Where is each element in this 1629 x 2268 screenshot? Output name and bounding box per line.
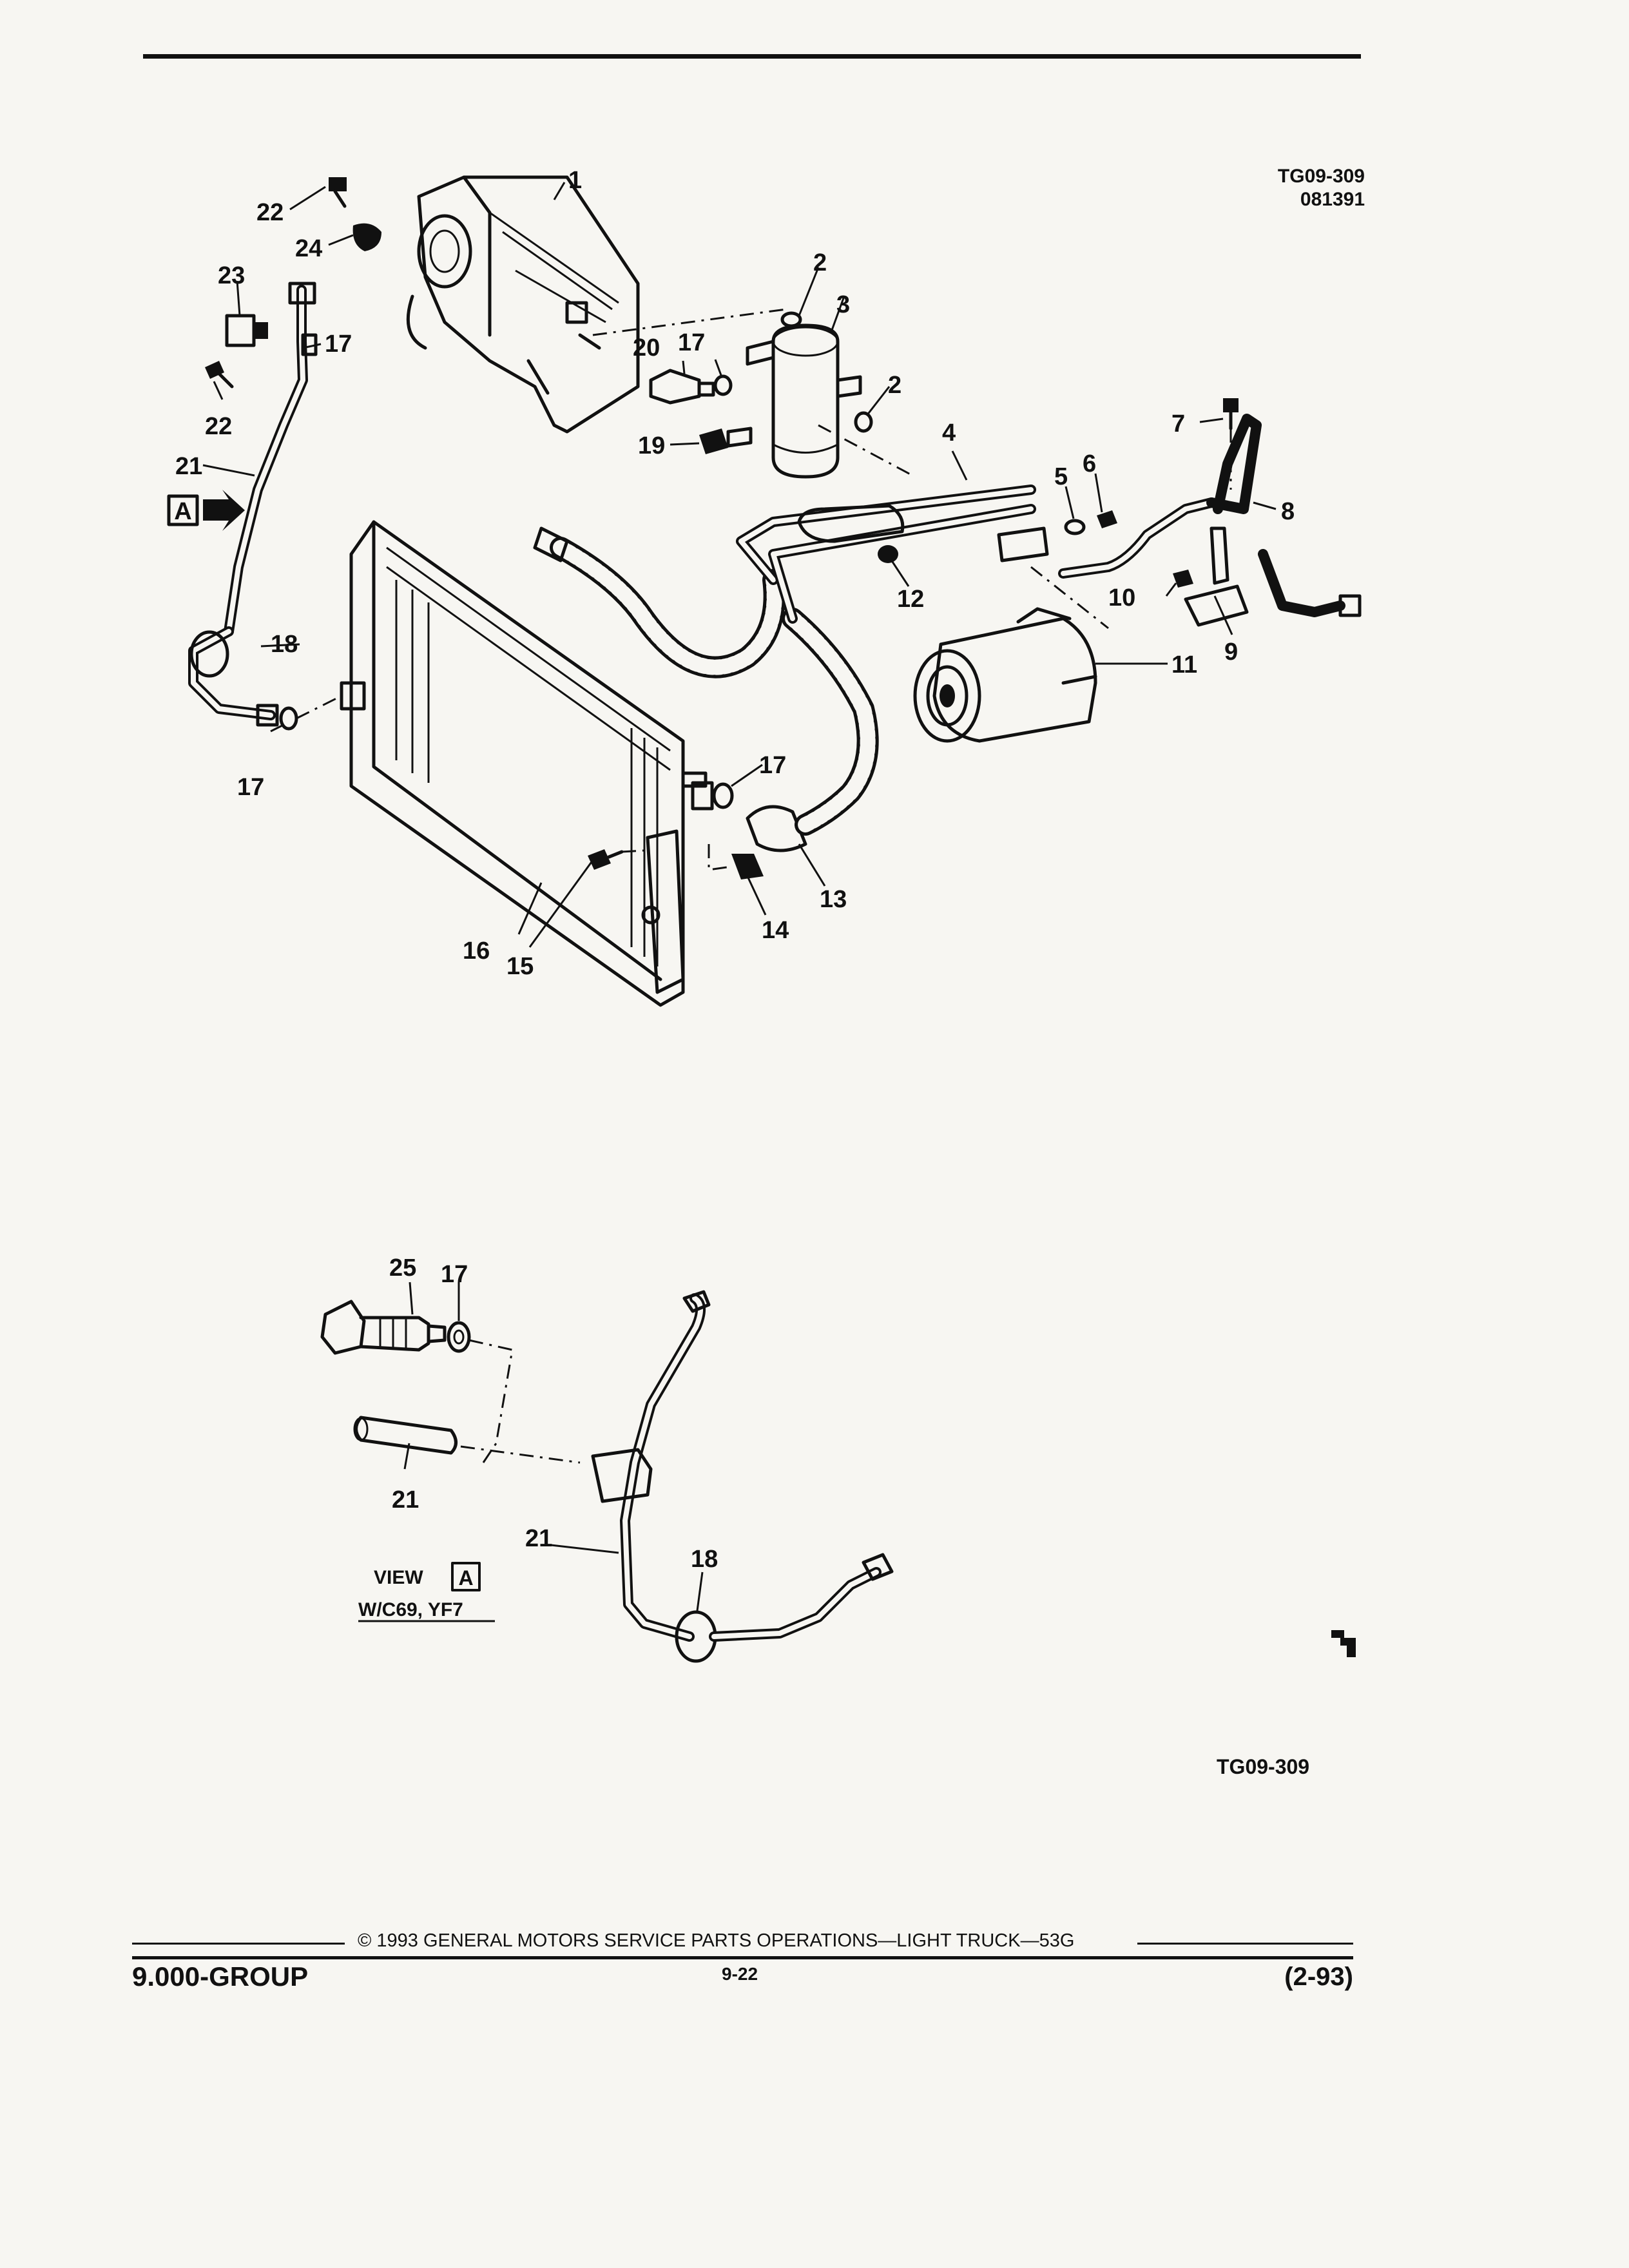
footer-rule-thick [132, 1956, 1353, 1959]
diagram-code: TG09-309 [1277, 166, 1365, 187]
callout-17-accumulator: 17 [678, 329, 705, 356]
tube-8 [1058, 414, 1362, 617]
callout-leaders [202, 182, 1277, 948]
callout-23: 23 [218, 262, 245, 289]
footer-copyright: © 1993 GENERAL MOTORS SERVICE PARTS OPER… [358, 1930, 1075, 1951]
view-a-leaders [403, 1282, 704, 1611]
footer-group: 9.000-GROUP [132, 1961, 309, 1992]
callout-1: 1 [568, 167, 582, 194]
callout-21-short-tube: 21 [392, 1486, 419, 1514]
oring-17-condenser [691, 781, 734, 811]
top-rule [143, 54, 1361, 59]
callout-9: 9 [1224, 639, 1238, 666]
footer-rule-left [132, 1943, 345, 1945]
callout-13: 13 [820, 886, 847, 913]
figure-code: TG09-309 [1217, 1755, 1310, 1778]
continuation-symbol [1331, 1630, 1356, 1657]
footer-rule-right [1137, 1943, 1353, 1945]
callout-17-left: 17 [237, 774, 264, 801]
view-a-marker: A [167, 490, 245, 531]
callout-16: 16 [463, 937, 490, 965]
callout-17-condenser: 17 [759, 752, 786, 779]
oring-2-upper [780, 311, 802, 328]
bracket-9 [1184, 526, 1249, 627]
clip-14 [708, 844, 764, 879]
view-a-title-letter: A [458, 1566, 473, 1590]
condenser-16 [340, 520, 708, 1007]
callout-11: 11 [1171, 651, 1197, 678]
valve-19 [699, 427, 753, 454]
callout-17-view-a: 17 [441, 1261, 468, 1288]
view-a-caption: VIEW A W/C69, YF7 [358, 1562, 495, 1622]
callout-12: 12 [897, 586, 924, 613]
view-a-detail [320, 1290, 894, 1663]
callout-5: 5 [1054, 463, 1068, 490]
footer-revision: (2-93) [1284, 1963, 1353, 1991]
bolt-10 [1173, 570, 1193, 588]
callout-24: 24 [295, 235, 322, 262]
switch-23 [225, 314, 268, 347]
view-a-title: VIEW [374, 1567, 423, 1588]
callout-22-upper: 22 [256, 199, 284, 226]
callout-18: 18 [271, 631, 298, 658]
callout-15: 15 [506, 953, 534, 980]
tube-21 [188, 282, 318, 720]
callout-19: 19 [638, 432, 665, 459]
hose-fitting-13 [746, 805, 807, 852]
view-a-labels: 25 17 21 21 18 [389, 1254, 718, 1573]
switch-20 [649, 369, 715, 405]
screw-22-lower [205, 361, 234, 389]
callout-21: 21 [175, 453, 202, 480]
callout-7: 7 [1171, 410, 1185, 437]
callout-25: 25 [389, 1254, 416, 1282]
view-a-marker-letter: A [174, 498, 191, 525]
callout-20: 20 [633, 334, 660, 361]
hose-assembly [533, 485, 1049, 836]
footer-page-number: 9-22 [722, 1964, 758, 1984]
callout-4: 4 [942, 419, 956, 447]
callout-14: 14 [762, 917, 789, 944]
view-a-arrow-icon [203, 490, 245, 531]
callout-2-lower: 2 [888, 372, 901, 399]
callout-22-lower: 22 [205, 413, 232, 440]
callout-17-top: 17 [325, 331, 352, 358]
oring-2-lower [854, 411, 873, 433]
view-a-subtitle: W/C69, YF7 [358, 1599, 463, 1620]
bolt-6 [1097, 510, 1117, 528]
grommet-12 [878, 545, 898, 563]
callout-18-view-a: 18 [691, 1546, 718, 1573]
oring-17-accumulator [713, 374, 733, 396]
cap-24 [352, 223, 381, 251]
bolt-7 [1223, 398, 1239, 490]
compressor-11 [913, 566, 1109, 743]
callout-labels: 1 2 3 2 4 5 6 7 8 9 10 11 12 13 14 15 16… [175, 167, 1295, 980]
evaporator-case-1 [406, 175, 640, 434]
diagram-date: 081391 [1300, 189, 1365, 210]
callout-8: 8 [1281, 498, 1295, 525]
washer-5 [1064, 519, 1086, 535]
callout-3: 3 [836, 291, 850, 318]
callout-10: 10 [1108, 584, 1135, 611]
callout-2-upper: 2 [813, 249, 827, 276]
callout-21-view-a: 21 [525, 1525, 552, 1552]
fitting-22-top [329, 177, 347, 208]
callout-6: 6 [1083, 450, 1096, 477]
bolt-15 [588, 849, 645, 870]
oring-17-left [256, 695, 342, 731]
